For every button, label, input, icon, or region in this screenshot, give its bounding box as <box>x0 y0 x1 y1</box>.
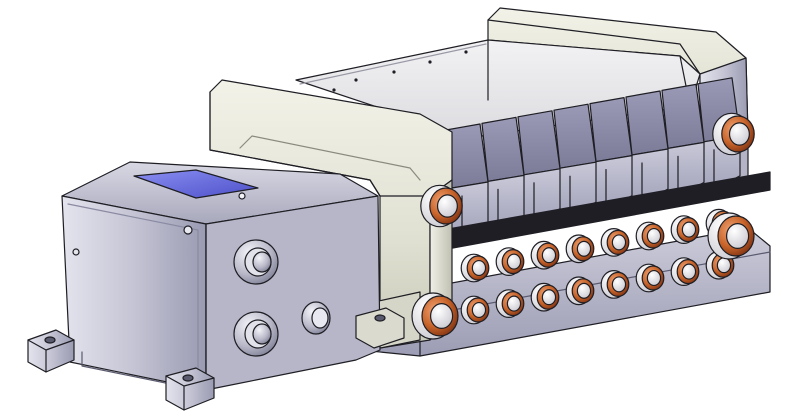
push-in-fitting-upper <box>495 247 525 277</box>
push-in-fitting-upper <box>670 215 700 245</box>
push-in-fitting-lower <box>530 282 560 312</box>
mounting-foot-left <box>27 329 75 373</box>
push-in-fitting-upper <box>565 234 595 264</box>
push-in-fitting-upper <box>600 227 630 257</box>
side-ports <box>233 239 279 357</box>
corner-screw <box>183 225 193 235</box>
push-in-fitting-lower <box>600 270 630 299</box>
large-port-fitting <box>411 292 459 340</box>
push-in-fitting-lower <box>495 289 525 319</box>
indicator-hole <box>238 192 246 200</box>
large-port-fittings <box>411 112 755 340</box>
large-port-fitting <box>712 112 755 156</box>
manual-override-button <box>301 301 331 335</box>
large-port-fitting <box>420 184 463 228</box>
push-in-fitting-upper <box>530 240 560 270</box>
push-in-fitting-upper <box>635 221 665 251</box>
controller-box <box>61 161 381 391</box>
push-in-fitting-lower <box>635 263 665 293</box>
large-port-fitting <box>707 212 755 260</box>
lower-fitting-row <box>460 250 735 325</box>
push-in-fitting-lower <box>565 276 595 306</box>
cover-screw-holes <box>332 50 468 92</box>
base-mounting-pad <box>355 307 405 349</box>
mounting-foot-right <box>165 367 215 411</box>
push-in-fitting-lower <box>670 257 700 287</box>
mounting-hole <box>72 248 80 256</box>
display-window <box>133 169 259 199</box>
push-in-fitting-lower <box>460 295 490 325</box>
side-port-fitting <box>233 239 279 285</box>
push-in-fitting-upper <box>460 253 490 283</box>
side-port-fitting <box>233 311 279 357</box>
